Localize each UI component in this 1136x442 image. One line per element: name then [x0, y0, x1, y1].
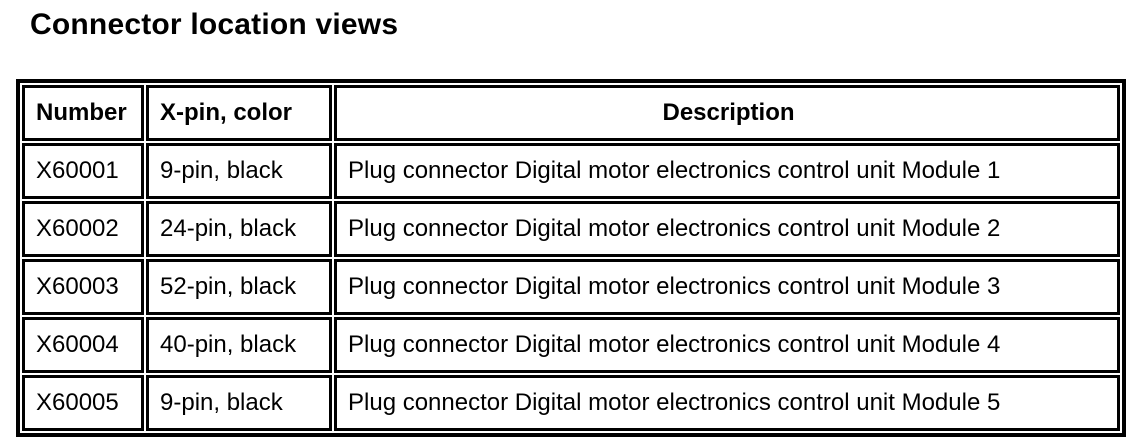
table-header: Number X-pin, color Description [22, 85, 1120, 141]
column-header-number: Number [22, 85, 144, 141]
cell-number: X60004 [22, 317, 144, 373]
table-row: X60005 9-pin, black Plug connector Digit… [22, 375, 1120, 431]
table-row: X60003 52-pin, black Plug connector Digi… [22, 259, 1120, 315]
cell-description: Plug connector Digital motor electronics… [334, 143, 1120, 199]
cell-description: Plug connector Digital motor electronics… [334, 375, 1120, 431]
table-row: X60004 40-pin, black Plug connector Digi… [22, 317, 1120, 373]
cell-number: X60003 [22, 259, 144, 315]
cell-number: X60002 [22, 201, 144, 257]
table-row: X60001 9-pin, black Plug connector Digit… [22, 143, 1120, 199]
page-title: Connector location views [30, 8, 399, 41]
document-page: Connector location views Number X-pin, c… [0, 8, 1136, 442]
table-header-row: Number X-pin, color Description [22, 85, 1120, 141]
cell-number: X60001 [22, 143, 144, 199]
cell-pin-color: 40-pin, black [146, 317, 332, 373]
cell-description: Plug connector Digital motor electronics… [334, 259, 1120, 315]
connector-location-table: Number X-pin, color Description X60001 9… [16, 79, 1126, 437]
cell-pin-color: 9-pin, black [146, 143, 332, 199]
table-row: X60002 24-pin, black Plug connector Digi… [22, 201, 1120, 257]
column-header-pin-color: X-pin, color [146, 85, 332, 141]
cell-pin-color: 9-pin, black [146, 375, 332, 431]
column-header-description: Description [334, 85, 1120, 141]
cell-description: Plug connector Digital motor electronics… [334, 201, 1120, 257]
cell-number: X60005 [22, 375, 144, 431]
cell-description: Plug connector Digital motor electronics… [334, 317, 1120, 373]
table-body: X60001 9-pin, black Plug connector Digit… [22, 143, 1120, 431]
cell-pin-color: 24-pin, black [146, 201, 332, 257]
cell-pin-color: 52-pin, black [146, 259, 332, 315]
